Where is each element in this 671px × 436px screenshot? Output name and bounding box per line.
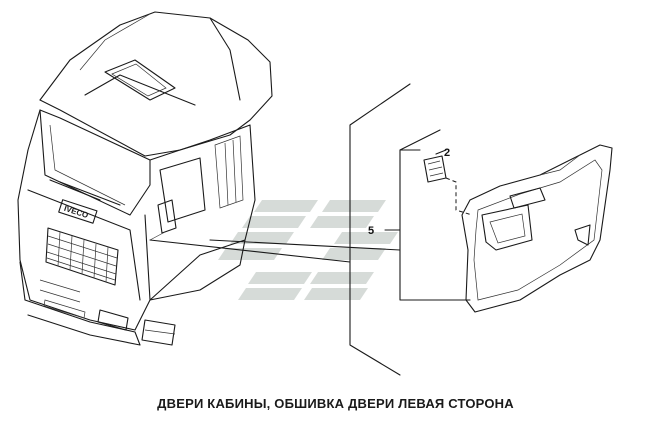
part-5-door-trim [461, 144, 613, 313]
trim-pocket [509, 187, 546, 209]
headlight [97, 309, 129, 331]
roof-hatch [104, 59, 176, 101]
exploded-bracket [349, 83, 471, 376]
diagram-caption: ДВЕРИ КАБИНЫ, ОБШИВКА ДВЕРИ ЛЕВАЯ СТОРОН… [157, 396, 514, 411]
trim-armrest [481, 204, 533, 251]
cab-door [149, 124, 256, 301]
windshield [39, 109, 151, 216]
wiper [49, 179, 121, 206]
trim-outline [461, 144, 613, 313]
callout-5: 5 [368, 225, 374, 237]
truck-cab: IVECO [17, 11, 273, 346]
part-2-clip [423, 149, 473, 216]
door-window [159, 157, 206, 223]
bumper [19, 261, 141, 346]
leader-lines [149, 239, 401, 263]
cab-front [17, 149, 151, 331]
grille [45, 227, 119, 286]
iveco-badge [58, 199, 98, 224]
cab-roof [39, 11, 273, 157]
callout-2: 2 [444, 147, 450, 159]
side-mirror [157, 199, 177, 234]
